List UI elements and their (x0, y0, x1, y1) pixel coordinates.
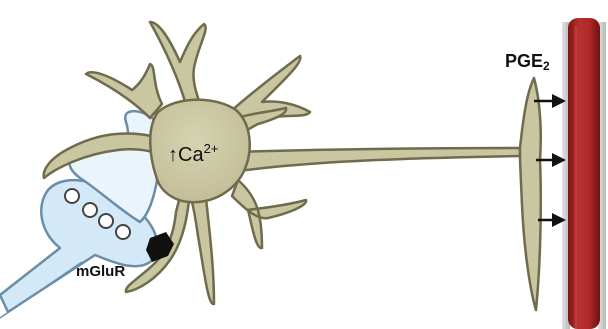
astrocyte-branch-lower (192, 198, 214, 304)
synaptic-vesicle (99, 214, 113, 228)
synaptic-vesicle (116, 225, 130, 239)
prostaglandin-label: PGE2 (505, 51, 550, 73)
astrocyte-branch-lower-right (232, 180, 306, 248)
synaptic-vesicle (83, 203, 97, 217)
blood-vessel (562, 18, 606, 329)
mglur-label: mGluR (76, 263, 125, 280)
signal-arrow-icon (538, 213, 566, 227)
astrocyte-branch-upper-left (86, 64, 162, 118)
astrocyte-endfoot (520, 78, 541, 310)
astrocyte-long-process (230, 148, 520, 172)
vessel-lumen (568, 18, 600, 329)
synaptic-vesicle (65, 189, 79, 203)
